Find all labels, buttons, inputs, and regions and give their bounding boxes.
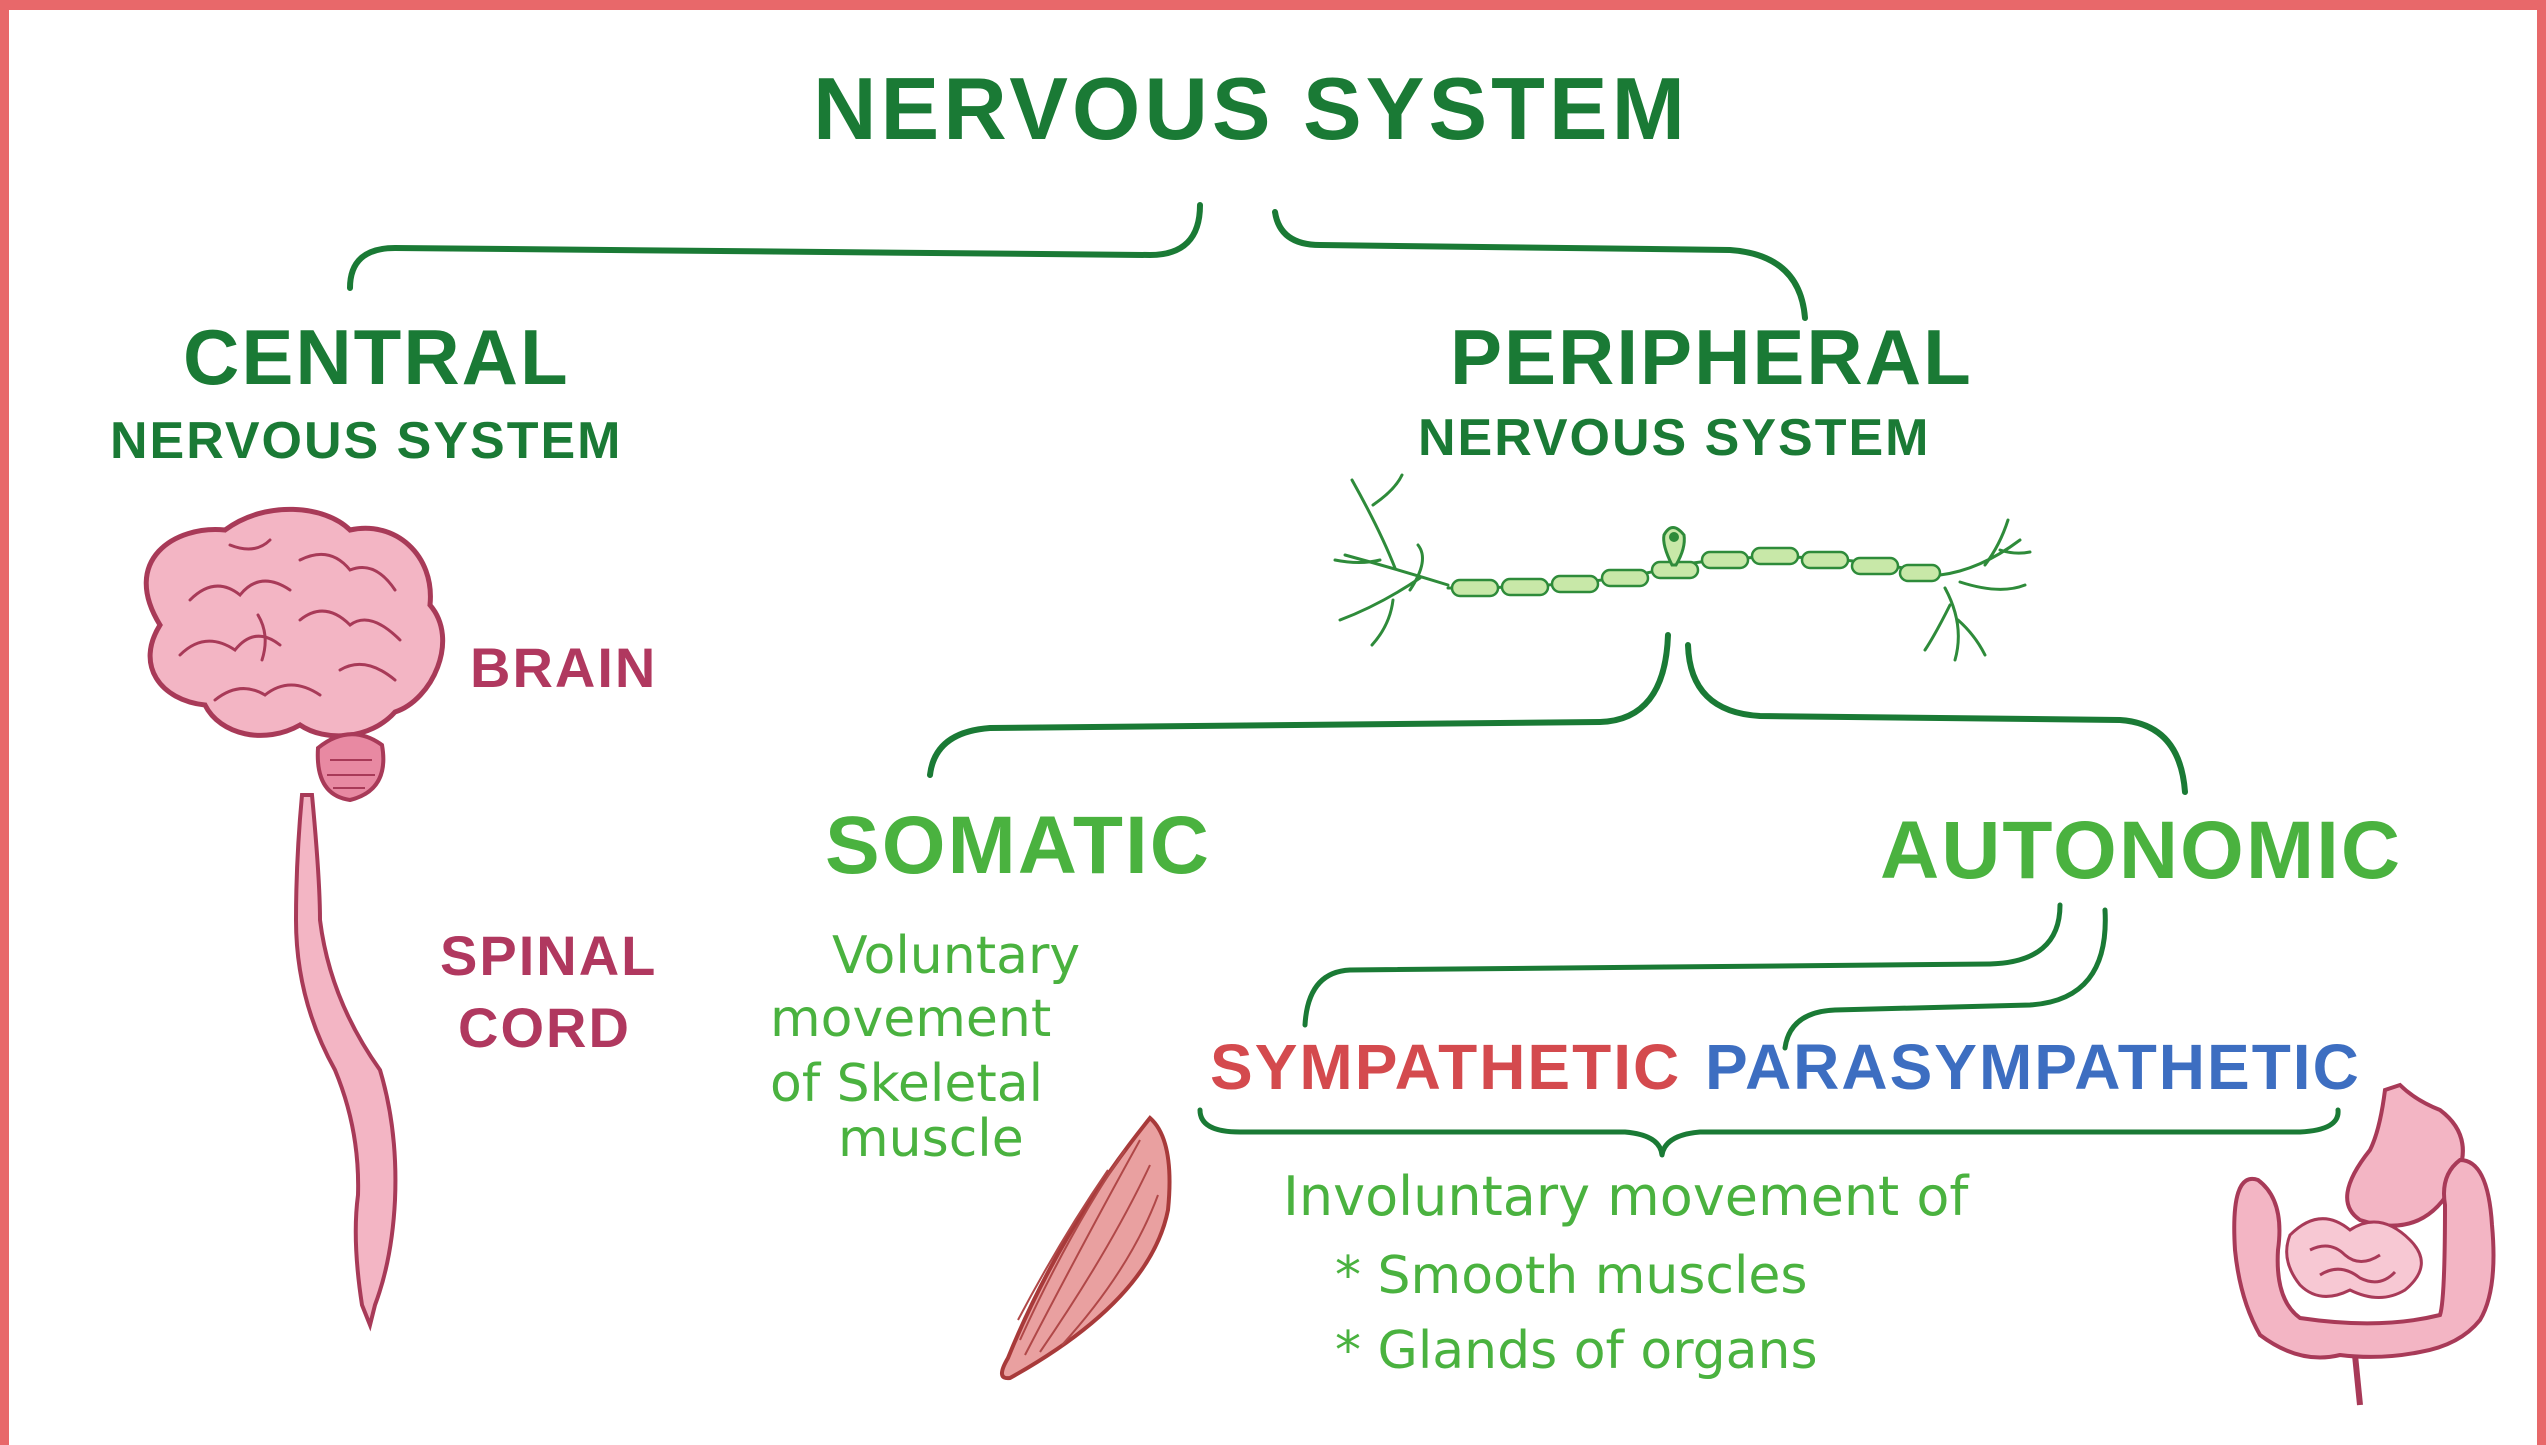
bracket-autonomic-right — [1782, 907, 2108, 1051]
central-subtitle: NERVOUS SYSTEM — [110, 412, 623, 470]
autonomic-label: AUTONOMIC — [1880, 805, 2403, 896]
brace-involuntary — [1197, 1107, 2341, 1158]
bracket-peripheral-right — [1685, 642, 2188, 795]
central-title: CENTRAL — [183, 313, 570, 401]
neuron-dendrites-left — [1333, 473, 1450, 647]
spinal-cord-label-line2: CORD — [458, 996, 631, 1059]
autonomic-desc-item-1: * Smooth muscles — [1335, 1246, 1808, 1306]
bracket-top-left — [347, 202, 1203, 291]
autonomic-desc-title: Involuntary movement of — [1283, 1165, 1969, 1228]
digestive-organs-drawing — [2232, 1082, 2496, 1406]
myelin-sheath — [1450, 546, 1942, 598]
somatic-desc-line2: movement — [770, 989, 1052, 1049]
brain-label: BRAIN — [470, 636, 658, 699]
autonomic-desc-item-2: * Glands of organs — [1335, 1321, 1818, 1381]
neuron-dendrites-right — [1923, 518, 2032, 662]
brain-drawing — [143, 506, 446, 803]
bracket-peripheral-left — [927, 632, 1671, 778]
muscle-drawing — [1000, 1115, 1172, 1381]
neuron-cell-body — [1662, 526, 1686, 567]
somatic-desc-line1: Voluntary — [832, 926, 1081, 986]
somatic-desc-line3: of Skeletal — [770, 1054, 1044, 1114]
parasympathetic-label: PARASYMPATHETIC — [1705, 1031, 2361, 1103]
peripheral-title: PERIPHERAL — [1450, 313, 1973, 401]
spinal-cord-label-line1: SPINAL — [440, 924, 658, 987]
peripheral-subtitle: NERVOUS SYSTEM — [1418, 409, 1931, 467]
spinal-cord-drawing — [293, 793, 398, 1332]
somatic-label: SOMATIC — [825, 800, 1212, 891]
bracket-autonomic-left — [1302, 902, 2063, 1028]
page-title: NERVOUS SYSTEM — [813, 59, 1689, 158]
sympathetic-label: SYMPATHETIC — [1210, 1031, 1682, 1103]
somatic-desc-line4: muscle — [838, 1109, 1024, 1169]
bracket-top-right — [1272, 209, 1808, 321]
